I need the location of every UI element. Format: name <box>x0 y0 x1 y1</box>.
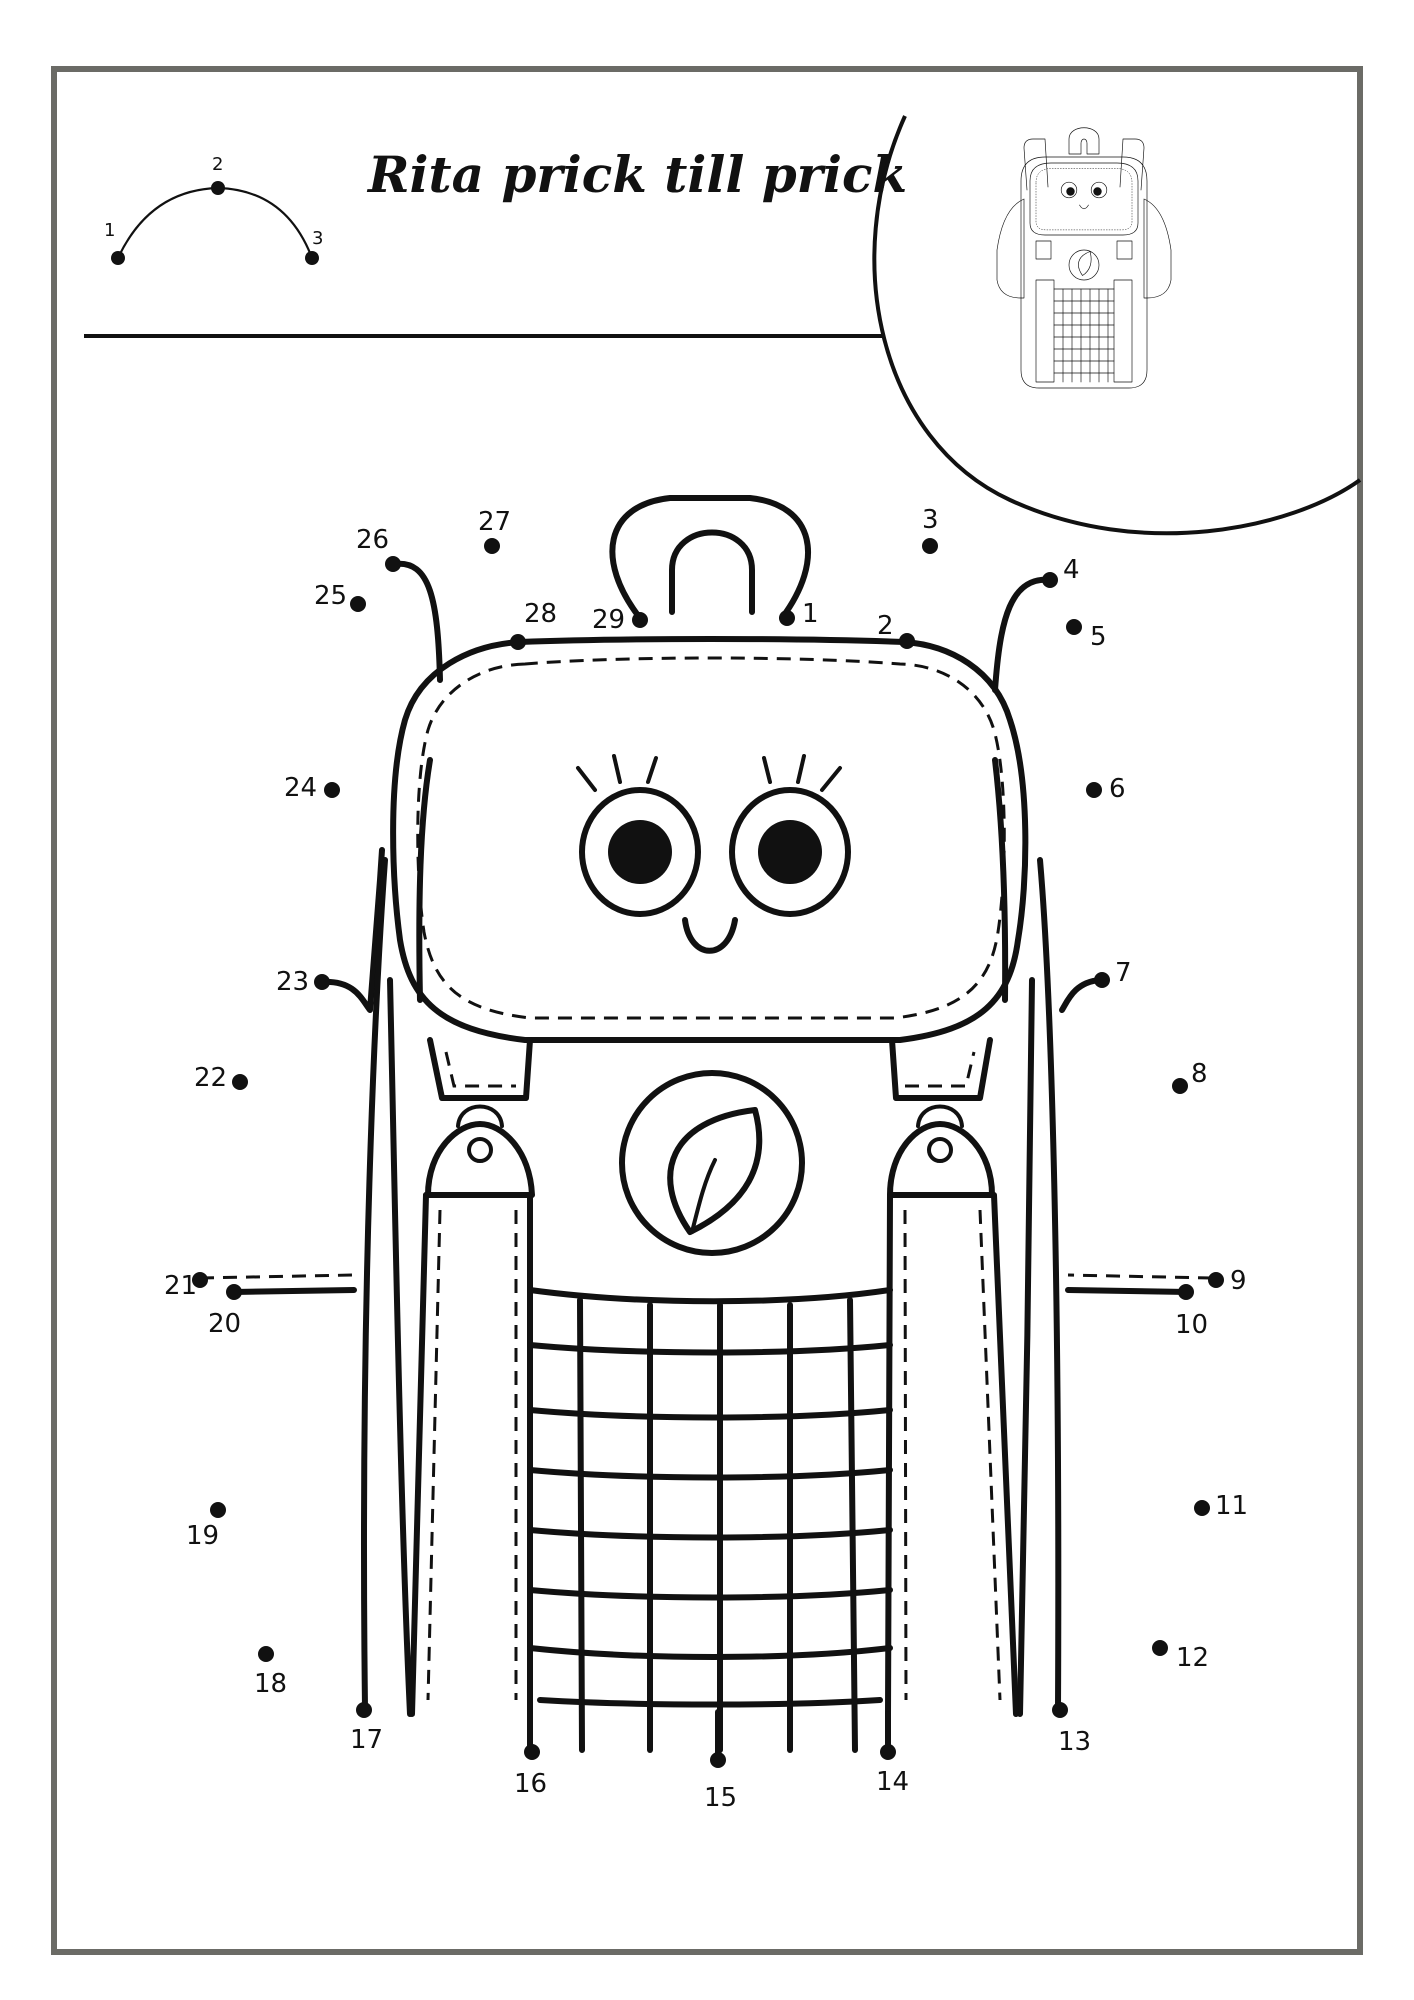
svg-text:5: 5 <box>1090 622 1107 652</box>
svg-text:19: 19 <box>186 1521 219 1551</box>
dot-27: 27 <box>478 507 511 554</box>
dot-28: 28 <box>510 599 557 650</box>
svg-text:24: 24 <box>284 773 317 803</box>
svg-text:7: 7 <box>1115 958 1132 988</box>
dot-3: 3 <box>922 505 939 554</box>
dot-18: 18 <box>254 1646 287 1699</box>
dot-25: 25 <box>314 581 366 612</box>
svg-text:13: 13 <box>1058 1727 1091 1757</box>
svg-text:15: 15 <box>704 1783 737 1813</box>
page-title: Rita prick till prick <box>366 145 907 204</box>
dot-17: 17 <box>350 1702 383 1755</box>
svg-text:3: 3 <box>922 505 939 535</box>
dot-11: 11 <box>1194 1491 1248 1521</box>
dot-2: 2 <box>877 611 915 649</box>
svg-text:23: 23 <box>276 967 309 997</box>
backpack-drawing <box>199 495 1213 1763</box>
dot-19: 19 <box>186 1502 226 1551</box>
svg-text:12: 12 <box>1176 1643 1209 1673</box>
dot-22: 22 <box>194 1063 248 1093</box>
dot-24: 24 <box>284 773 340 803</box>
example-label-2: 2 <box>212 154 223 175</box>
example-label-1: 1 <box>104 220 115 241</box>
svg-text:16: 16 <box>514 1769 547 1799</box>
dot-4: 4 <box>1042 555 1080 588</box>
svg-text:27: 27 <box>478 507 511 537</box>
dot-8: 8 <box>1172 1059 1208 1094</box>
dot-29: 29 <box>592 605 648 635</box>
dot-1: 1 <box>779 599 819 629</box>
svg-text:2: 2 <box>877 611 894 641</box>
svg-text:17: 17 <box>350 1725 383 1755</box>
dot-16: 16 <box>514 1744 547 1799</box>
dot-10: 10 <box>1175 1284 1208 1340</box>
svg-text:10: 10 <box>1175 1310 1208 1340</box>
dot-5: 5 <box>1066 619 1107 652</box>
dot-13: 13 <box>1052 1702 1091 1757</box>
dot-12: 12 <box>1152 1640 1209 1673</box>
example-arc: 1 2 3 <box>104 154 323 265</box>
dot-14: 14 <box>876 1744 909 1797</box>
dot-20: 20 <box>208 1284 242 1339</box>
dot-26: 26 <box>356 525 401 572</box>
svg-text:18: 18 <box>254 1669 287 1699</box>
dot-6: 6 <box>1086 774 1126 804</box>
dot-21: 21 <box>164 1271 208 1301</box>
svg-text:25: 25 <box>314 581 347 611</box>
dot-15: 15 <box>704 1752 737 1813</box>
svg-text:26: 26 <box>356 525 389 555</box>
dot-23: 23 <box>276 967 330 997</box>
preview-circle <box>872 115 1362 536</box>
dot-9: 9 <box>1208 1266 1247 1296</box>
svg-text:9: 9 <box>1230 1266 1247 1296</box>
example-label-3: 3 <box>312 228 323 249</box>
svg-text:22: 22 <box>194 1063 227 1093</box>
svg-text:14: 14 <box>876 1767 909 1797</box>
preview-backpack <box>996 127 1172 389</box>
dot-7: 7 <box>1094 958 1132 988</box>
svg-text:8: 8 <box>1191 1059 1208 1089</box>
svg-text:20: 20 <box>208 1309 241 1339</box>
svg-text:21: 21 <box>164 1271 197 1301</box>
page-frame <box>51 66 1363 1955</box>
svg-text:6: 6 <box>1109 774 1126 804</box>
dot-grid: 1 2 3 4 5 6 7 8 9 10 11 12 13 14 15 16 1… <box>164 505 1248 1813</box>
svg-text:4: 4 <box>1063 555 1080 585</box>
svg-text:1: 1 <box>802 599 819 629</box>
svg-text:28: 28 <box>524 599 557 629</box>
svg-text:11: 11 <box>1215 1491 1248 1521</box>
svg-text:29: 29 <box>592 605 625 635</box>
